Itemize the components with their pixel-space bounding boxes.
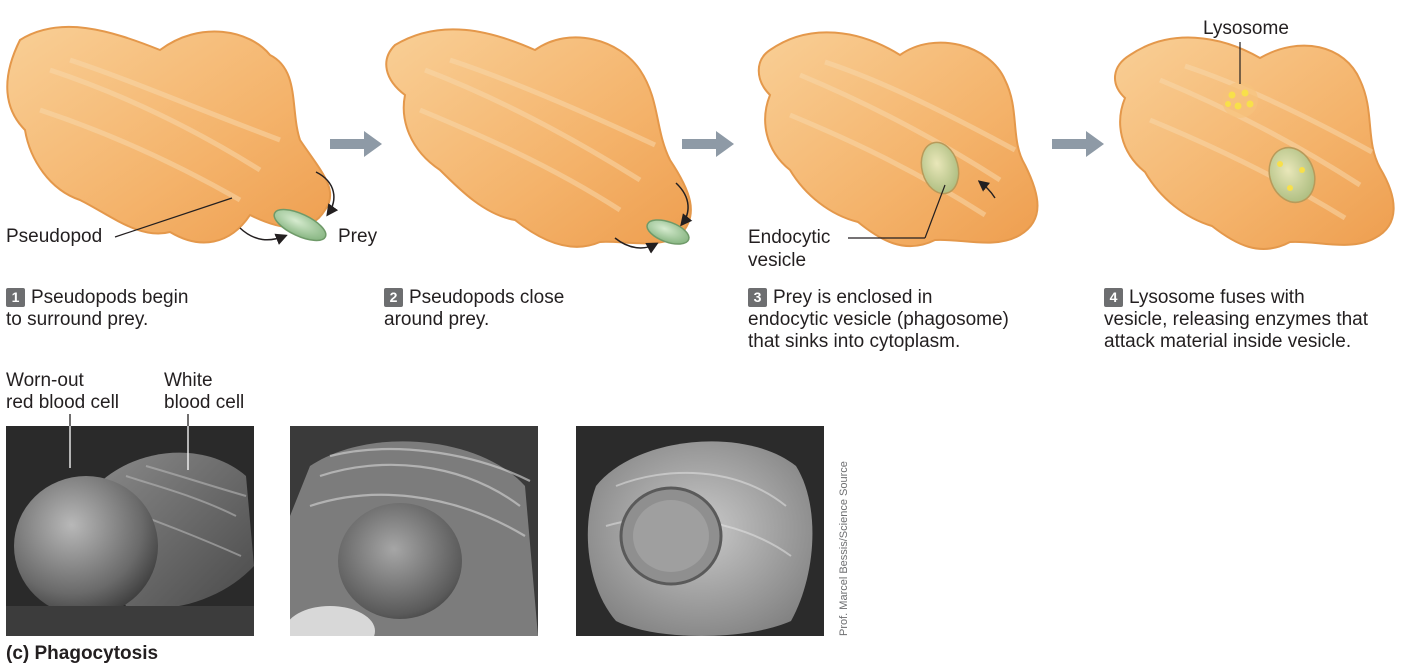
- figure-title: (c) Phagocytosis: [6, 643, 158, 665]
- amoeba-step-1: [7, 27, 334, 247]
- step-number-badge: 1: [6, 288, 25, 307]
- step-number-badge: 3: [748, 288, 767, 307]
- endocytic-vesicle-label-line2: vesicle: [748, 250, 806, 272]
- amoeba-step-4: [1115, 38, 1394, 249]
- lysosome-label: Lysosome: [1203, 18, 1289, 40]
- process-arrow-icon: [682, 131, 734, 157]
- endocytic-vesicle-label-line1: Endocytic: [748, 227, 830, 249]
- amoeba-step-3: [759, 32, 1038, 246]
- phagocytosis-illustrations: [0, 0, 1420, 290]
- step-number-badge: 4: [1104, 288, 1123, 307]
- process-arrow-icon: [1052, 131, 1104, 157]
- lysosome-icon: [1222, 82, 1258, 118]
- photo-credit: Prof. Marcel Bessis/Science Source: [838, 426, 854, 636]
- red-cell-label-line1: Worn-out: [6, 370, 84, 392]
- white-cell-label-line1: White: [164, 370, 213, 392]
- step-number-badge: 2: [384, 288, 403, 307]
- micrograph-leader-lines: [0, 410, 260, 490]
- prey-label: Prey: [338, 226, 377, 248]
- micrograph-3: [576, 426, 824, 636]
- micrograph-2: [290, 426, 538, 636]
- process-arrow-icon: [330, 131, 382, 157]
- amoeba-step-2: [386, 29, 692, 249]
- pseudopod-label: Pseudopod: [6, 226, 102, 248]
